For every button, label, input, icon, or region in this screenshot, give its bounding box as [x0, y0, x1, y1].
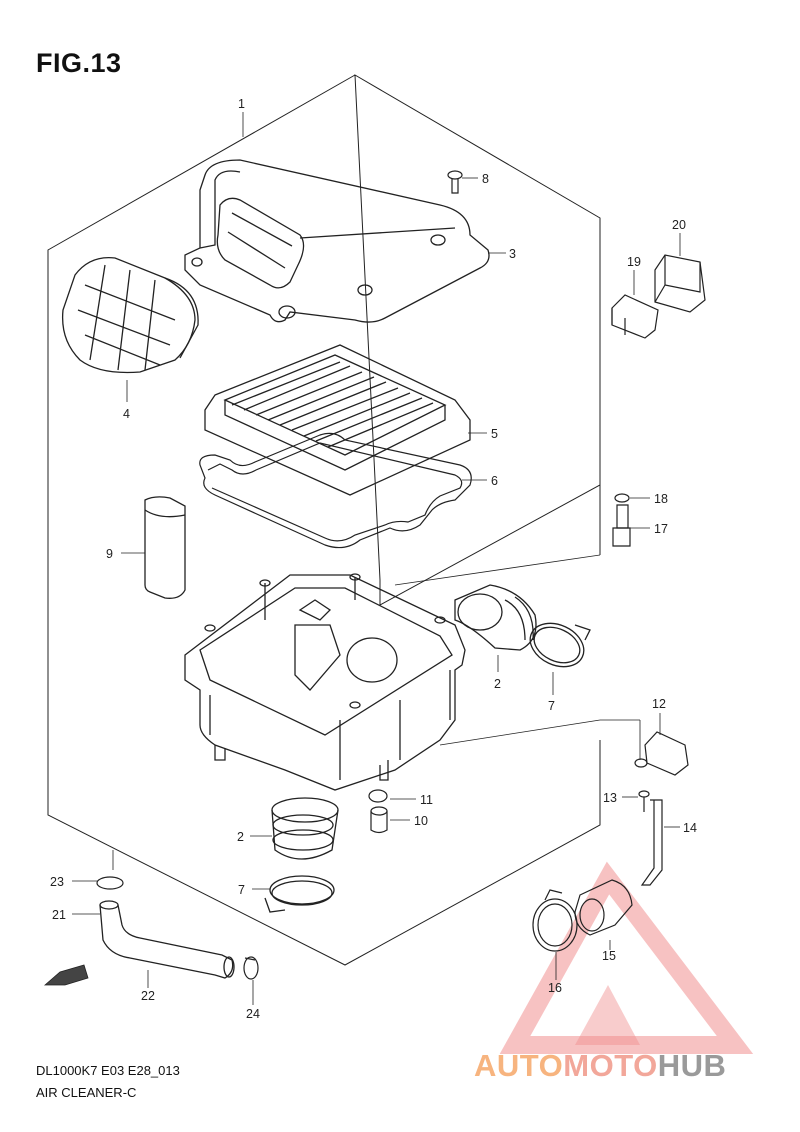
figure-title: FIG.13 — [36, 48, 122, 78]
watermark-auto: AUTO — [474, 1048, 564, 1083]
fitting-17 — [612, 504, 631, 547]
callout-22: 22 — [141, 989, 155, 1003]
callout-5: 5 — [491, 427, 498, 441]
clamp-lower — [264, 875, 335, 913]
callout-4: 4 — [123, 407, 130, 421]
callout-7: 7 — [548, 699, 555, 713]
sensor-20 — [654, 254, 706, 313]
filter-seal — [199, 432, 472, 549]
callout-3: 3 — [509, 247, 516, 261]
hose-clamp-upper — [96, 876, 124, 890]
callout-21: 21 — [52, 908, 66, 922]
clamp-16 — [532, 889, 578, 952]
cover-screw — [447, 170, 478, 194]
callout-15: 15 — [602, 949, 616, 963]
callout-18: 18 — [654, 492, 668, 506]
callout-6: 6 — [491, 474, 498, 488]
drain-hose — [99, 900, 235, 979]
clamp-upper — [529, 622, 591, 668]
section-name: AIR CLEANER-C — [36, 1085, 137, 1100]
callout-2: 2 — [494, 677, 501, 691]
hose-clamp-lower — [243, 956, 259, 980]
callout-17: 17 — [654, 522, 668, 536]
callout-24: 24 — [246, 1007, 260, 1021]
callout-19: 19 — [627, 255, 641, 269]
air-cleaner-case — [184, 573, 466, 791]
callout-8: 8 — [482, 172, 489, 186]
watermark-triangle — [499, 861, 754, 1054]
inlet-boot-upper — [454, 584, 537, 651]
watermark-moto: MOTO — [563, 1048, 658, 1083]
air-cleaner-cover — [184, 159, 490, 323]
callout-20: 20 — [672, 218, 686, 232]
watermark-logo: AUTOMOTOHUB — [474, 1048, 726, 1084]
callout-16: 16 — [548, 981, 562, 995]
grommet — [370, 806, 388, 834]
o-ring-small — [368, 789, 388, 803]
sensor-12 — [634, 731, 689, 776]
callout-23: 23 — [50, 875, 64, 889]
filter-element — [204, 344, 471, 496]
screw-13 — [638, 790, 650, 812]
sponge-block — [144, 496, 186, 599]
washer-18 — [614, 493, 630, 503]
callout-11: 11 — [420, 793, 433, 807]
hose-14 — [640, 799, 663, 886]
callout-14: 14 — [683, 821, 697, 835]
connector-19 — [611, 294, 659, 339]
callout-1: 1 — [238, 97, 245, 111]
callout-12: 12 — [652, 697, 666, 711]
callout-2-lower: 2 — [237, 830, 244, 844]
model-code: DL1000K7 E03 E28_013 — [36, 1063, 180, 1078]
intake-screen — [61, 256, 199, 374]
watermark-hub: HUB — [657, 1048, 727, 1083]
assembly-boundary-left — [47, 74, 601, 966]
assembly-boundary — [354, 74, 601, 606]
fwd-arrow-icon — [43, 964, 89, 986]
leader-lines — [72, 233, 681, 1005]
callout-labels: 1 2 3 4 5 6 7 8 9 10 11 12 13 14 15 16 1… — [50, 97, 697, 1021]
callout-10: 10 — [414, 814, 428, 828]
callout-9: 9 — [106, 547, 113, 561]
callout-13: 13 — [603, 791, 617, 805]
callout-7-lower: 7 — [238, 883, 245, 897]
inlet-boot-lower — [271, 797, 339, 860]
